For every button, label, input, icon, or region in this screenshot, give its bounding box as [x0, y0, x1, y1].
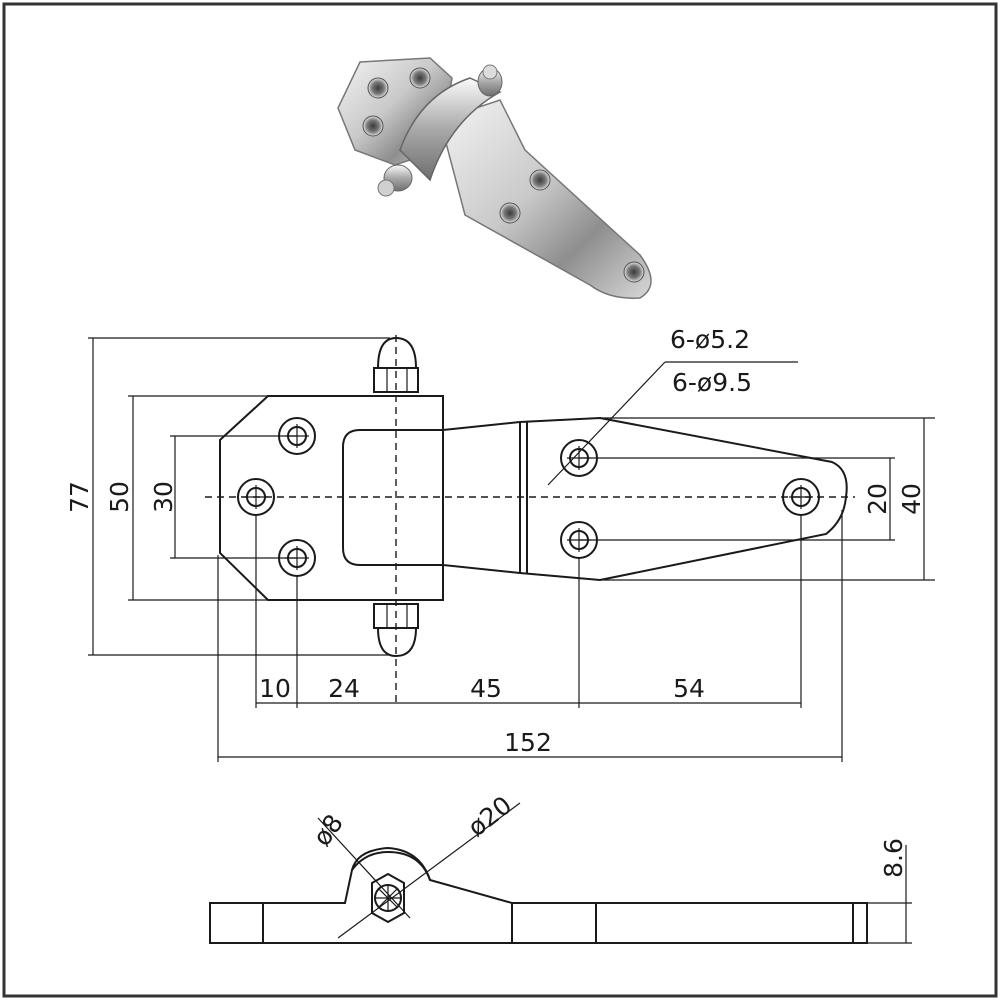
- dim-overall-height: 77: [65, 481, 94, 513]
- dim-leaf-height: 50: [105, 481, 134, 513]
- callout-hole-spec-2: 6-ø9.5: [672, 368, 752, 397]
- dim-offset-45: 45: [470, 674, 502, 703]
- pin-cap-top: [376, 336, 418, 369]
- dim-offset-54: 54: [673, 674, 705, 703]
- dim-offset-10: 10: [259, 674, 291, 703]
- right-leaf-outline: [442, 416, 848, 582]
- dim-overall-length: 152: [504, 728, 552, 757]
- side-view: ø8 ø20 8.6: [209, 790, 912, 944]
- dim-left-hole-spacing: 30: [149, 481, 178, 513]
- dim-right-hole-spacing: 20: [863, 483, 892, 515]
- pin-cap-bottom: [376, 627, 418, 658]
- dim-thickness: 8.6: [879, 838, 908, 878]
- hinge-product-photo: [337, 57, 652, 299]
- callout-hole-spec-1: 6-ø5.2: [670, 325, 750, 354]
- knuckle-outline: [342, 429, 444, 566]
- dim-knuckle-diameter: ø20: [462, 790, 517, 842]
- side-profile-outline: [209, 850, 854, 944]
- top-view: 77 50 30 20 40 10 24 45 54 1: [65, 325, 935, 762]
- dim-offset-24: 24: [328, 674, 360, 703]
- dim-right-leaf-height: 40: [897, 483, 926, 515]
